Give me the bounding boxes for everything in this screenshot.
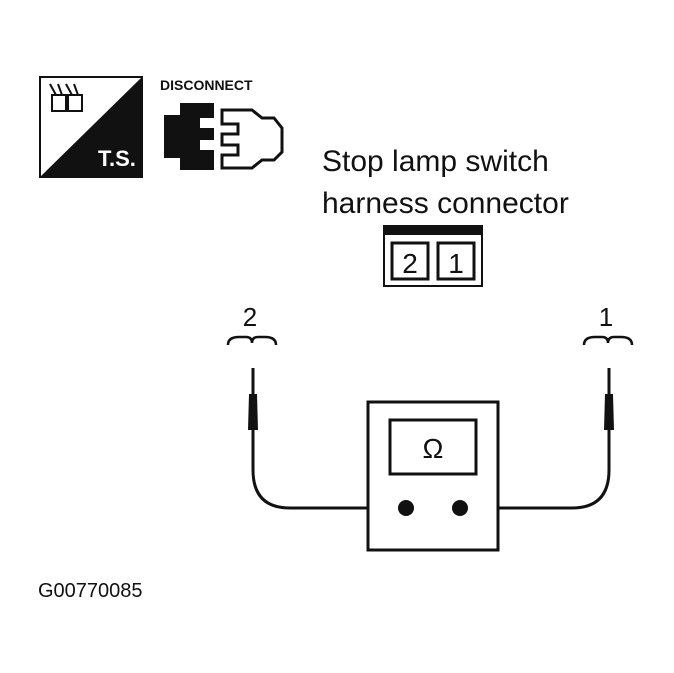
mini-connector-icon xyxy=(49,83,83,112)
ohm-symbol: Ω xyxy=(423,433,444,464)
ts-icon: T.S. xyxy=(39,76,143,178)
probe-left-brace xyxy=(226,335,278,346)
meter-terminal-right xyxy=(452,500,468,516)
ts-label: T.S. xyxy=(98,146,136,171)
disconnect-label: DISCONNECT xyxy=(160,77,253,93)
probe-left-label: 2 xyxy=(243,302,257,332)
connector-pin-1: 1 xyxy=(448,248,464,279)
probe-right xyxy=(462,368,614,510)
connector-pin-2: 2 xyxy=(402,248,418,279)
connector-title-line2: harness connector xyxy=(322,187,569,220)
probe-right-label: 1 xyxy=(599,302,613,332)
ohmmeter: Ω xyxy=(366,400,500,552)
meter-terminal-left xyxy=(398,500,414,516)
probe-left xyxy=(248,368,404,510)
probe-right-brace xyxy=(582,335,634,346)
harness-connector: 2 1 xyxy=(383,225,483,287)
connector-title-line1: Stop lamp switch xyxy=(322,145,549,178)
disconnect-icon: DISCONNECT xyxy=(160,77,284,170)
figure-id: G00770085 xyxy=(38,580,143,602)
